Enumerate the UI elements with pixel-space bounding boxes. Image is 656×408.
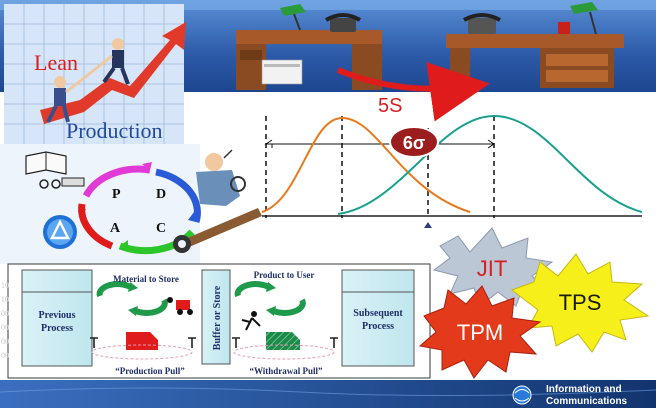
subsequent-label-2: Process [362,321,394,332]
buffer-box [201,269,231,365]
wrench-icon [173,208,262,253]
left-digits: 10 10 00 00 00 00 [1,281,9,360]
posts [90,337,338,348]
tpm-burst [418,285,542,379]
left-digit: 10 [1,281,9,290]
six-sigma-badge [389,126,439,158]
telephone-icon [324,13,362,32]
left-digit: 00 [1,309,9,318]
pdca-cycle [78,162,201,255]
recycle-icon [43,215,77,249]
running-worker-icon [241,311,261,331]
distribution-plot [261,114,643,228]
book-icon [25,151,67,175]
tps-burst [510,253,650,353]
tpm-label: TPM [457,320,503,345]
subsequent-process-box [341,269,415,367]
forklift-icon [167,297,193,315]
jit-label: JIT [477,256,508,281]
scissors-icon [39,177,85,189]
pdca-c: C [156,221,166,236]
footer-line-2: Communications [546,396,628,407]
lamp-icon [558,2,598,35]
businessmen-icon [40,22,186,124]
orange-curve [261,116,471,213]
lean-grid-panel [4,4,184,144]
globe-icon [512,385,532,405]
left-digit: 00 [1,351,9,360]
subsequent-label-1: Subsequent [353,308,403,319]
5s-arrow [336,62,490,122]
left-digit: 00 [1,337,9,346]
5s-label: 5S [378,95,402,117]
withdrawal-pull-label: “Withdrawal Pull” [249,366,323,376]
lamp-icon [280,4,306,31]
cycle-arrows-right [234,281,306,316]
lean-label: Lean [34,50,78,75]
production-pull-label: “Production Pull” [115,366,185,376]
product-to-user-label: Product to User [254,270,315,280]
previous-process-box [21,269,93,367]
left-digit: 10 [1,295,9,304]
footer-line-1: Information and [546,384,622,395]
pdca-p: P [112,187,121,202]
pdca-a: A [110,221,121,236]
green-curve [337,114,643,215]
material-to-store-label: Material to Store [113,274,179,284]
inspector-icon [196,149,246,206]
desk-icon [236,30,382,90]
pull-flow-diagram [7,263,431,379]
telephone-icon [463,13,501,34]
desk-icon [446,34,624,88]
buffer-label: Buffer or Store [212,285,223,350]
tps-label: TPS [559,290,602,315]
previous-label-1: Previous [38,310,75,321]
previous-label-2: Process [41,323,73,334]
left-digit: 00 [1,323,9,332]
cycle-arrows-left [96,281,168,316]
production-label: Production [66,118,163,143]
six-sigma-label: 6σ [403,133,425,153]
pdca-d: D [156,187,166,202]
